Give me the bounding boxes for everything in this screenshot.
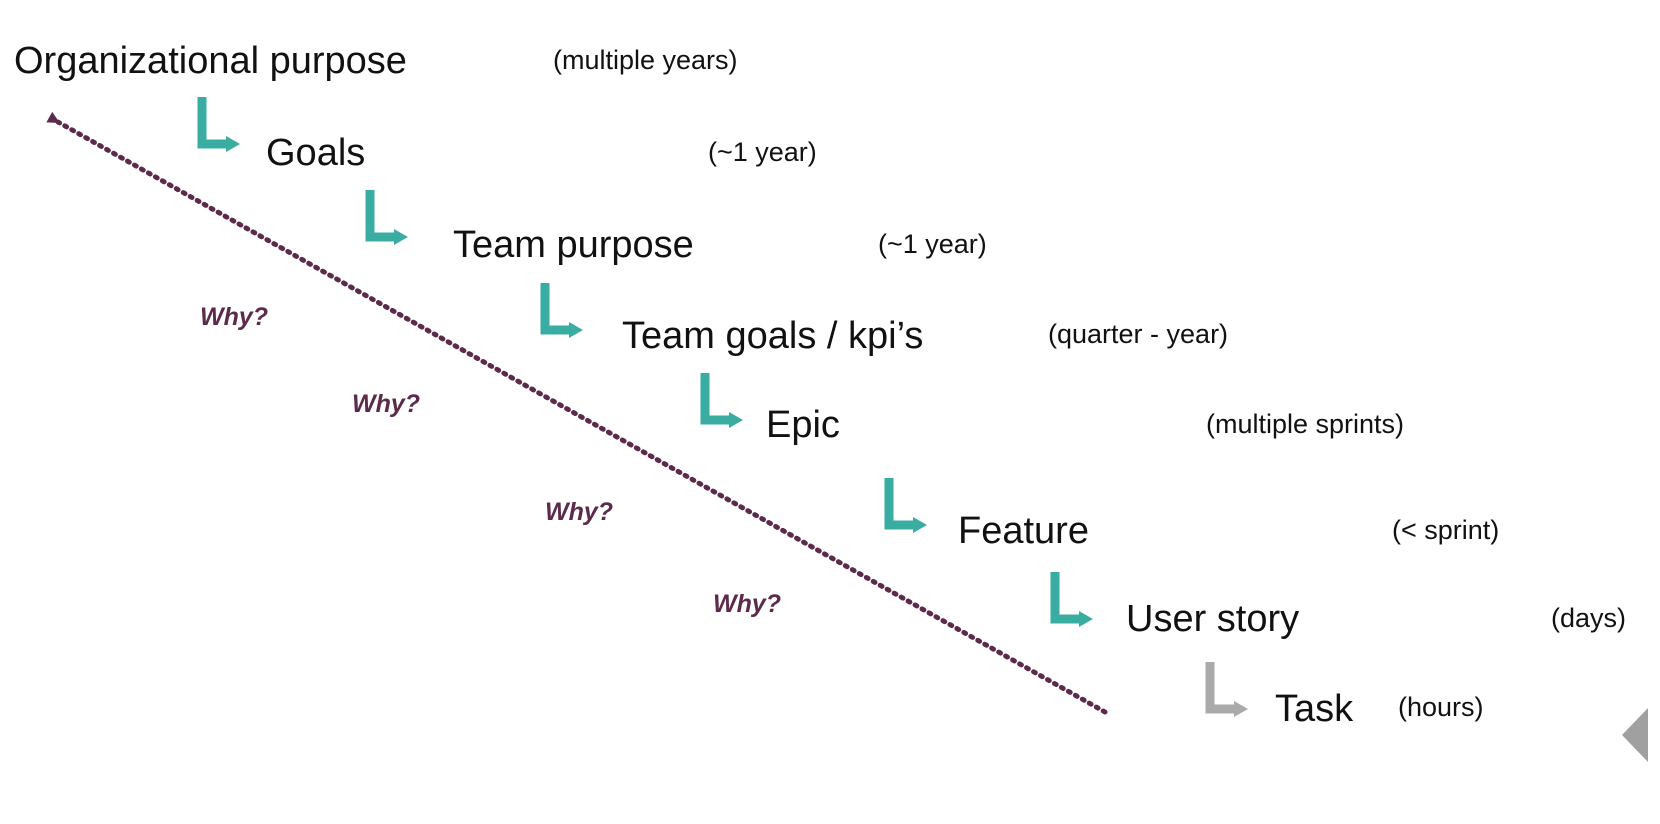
step-arrow-icon (540, 283, 583, 338)
level-label: Goals (266, 132, 366, 174)
level-label: Team goals / kpi’s (622, 315, 924, 357)
level-duration: (quarter - year) (1048, 319, 1229, 349)
level-label: Team purpose (453, 224, 694, 266)
level-duration: (days) (1551, 603, 1627, 633)
level-label: Epic (766, 404, 840, 446)
level-duration: (< sprint) (1392, 515, 1500, 545)
level-duration: (multiple years) (553, 45, 738, 75)
level-label: Feature (958, 510, 1089, 552)
level-duration: (multiple sprints) (1206, 409, 1405, 439)
why-dotted-arrow (46, 111, 1108, 715)
why-label: Why? (200, 303, 269, 331)
step-arrow-icon (197, 97, 240, 152)
level-duration: (~1 year) (708, 137, 817, 167)
level-label: Task (1275, 688, 1354, 730)
level-label: Organizational purpose (14, 40, 407, 82)
edge-triangle (1622, 708, 1648, 762)
why-label: Why? (713, 590, 782, 618)
step-arrow-icon (365, 190, 408, 245)
level-label: User story (1126, 598, 1300, 640)
why-label: Why? (352, 390, 421, 418)
step-arrow-icon (884, 478, 927, 533)
step-arrow-icon (1050, 572, 1093, 627)
step-arrow-icon (700, 373, 743, 428)
why-label: Why? (545, 498, 614, 526)
level-duration: (~1 year) (878, 229, 987, 259)
step-arrow-icon (1205, 662, 1248, 717)
level-duration: (hours) (1398, 692, 1484, 722)
